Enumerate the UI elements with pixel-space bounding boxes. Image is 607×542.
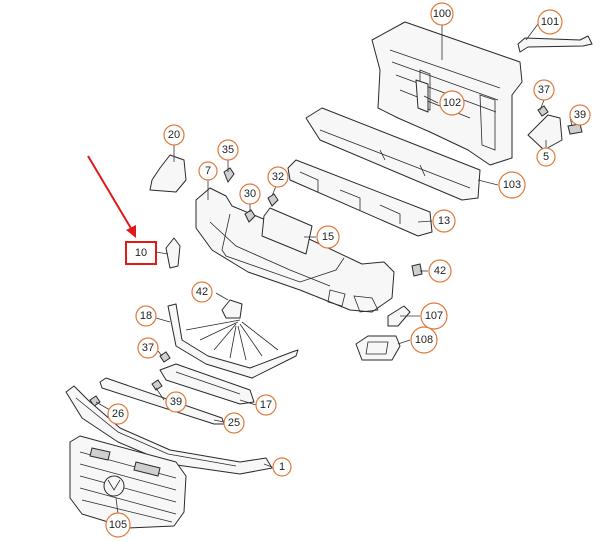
part-clip-42 [221, 263, 423, 319]
part-lower-trim [159, 363, 255, 405]
svg-text:107: 107 [425, 310, 443, 322]
callout-39: 39 [569, 104, 591, 126]
svg-text:39: 39 [574, 109, 586, 121]
callout-37-lower: 37 [137, 337, 159, 359]
svg-text:37: 37 [142, 342, 154, 354]
svg-text:105: 105 [109, 519, 127, 531]
callout-5: 5 [536, 147, 556, 167]
svg-text:5: 5 [543, 151, 549, 163]
part-impact-bar [305, 107, 481, 201]
svg-text:37: 37 [538, 84, 550, 96]
callout-18: 18 [135, 305, 157, 327]
callout-105: 105 [105, 512, 131, 538]
svg-text:102: 102 [443, 97, 461, 109]
callout-102: 102 [439, 90, 465, 116]
part-lower-spoiler [167, 303, 299, 379]
callout-107: 107 [420, 302, 448, 330]
svg-text:26: 26 [112, 408, 124, 420]
part-fog-cover [355, 305, 411, 361]
callout-42-right: 42 [428, 259, 452, 283]
leader-lines [95, 23, 573, 515]
callout-30: 30 [239, 183, 261, 205]
svg-text:10: 10 [135, 247, 147, 259]
callout-35: 35 [217, 139, 239, 161]
part-release-cable [517, 35, 593, 53]
svg-text:35: 35 [222, 144, 234, 156]
svg-text:42: 42 [196, 286, 208, 298]
part-left-bracket [149, 154, 187, 193]
svg-text:1: 1 [279, 461, 285, 473]
part-tow-cap [165, 237, 181, 269]
svg-text:100: 100 [433, 8, 451, 20]
svg-text:25: 25 [228, 417, 240, 429]
callout-7: 7 [198, 161, 218, 181]
svg-text:108: 108 [415, 334, 433, 346]
svg-text:42: 42 [434, 265, 446, 277]
highlight-arrow [87, 155, 136, 238]
callout-39-lower: 39 [165, 391, 187, 413]
callout-26: 26 [107, 403, 129, 425]
callout-10-highlighted[interactable]: 10 [125, 241, 157, 265]
svg-text:13: 13 [438, 215, 450, 227]
callout-13: 13 [432, 209, 456, 233]
svg-text:15: 15 [322, 231, 334, 243]
svg-text:39: 39 [170, 396, 182, 408]
svg-text:7: 7 [205, 165, 211, 177]
svg-text:101: 101 [541, 16, 559, 28]
callout-25: 25 [223, 412, 245, 434]
svg-text:17: 17 [260, 399, 272, 411]
part-front-moulding [65, 385, 273, 475]
callout-101: 101 [537, 9, 563, 35]
part-energy-absorber [287, 159, 433, 237]
part-radiator-grille [69, 435, 187, 529]
callout-108: 108 [410, 326, 438, 354]
callout-20: 20 [163, 124, 185, 146]
svg-text:103: 103 [503, 179, 521, 191]
callout-32: 32 [267, 166, 289, 188]
svg-text:18: 18 [140, 310, 152, 322]
svg-text:20: 20 [168, 129, 180, 141]
part-license-plate-holder [261, 207, 313, 255]
callout-100: 100 [430, 2, 454, 26]
callout-42-center: 42 [191, 281, 213, 303]
callout-37: 37 [533, 79, 555, 101]
part-bracket-102 [415, 79, 429, 113]
callout-1: 1 [272, 457, 292, 477]
svg-text:32: 32 [272, 171, 284, 183]
svg-text:30: 30 [244, 188, 256, 200]
callout-15: 15 [316, 225, 340, 249]
callout-103: 103 [498, 171, 526, 199]
callout-17: 17 [255, 394, 277, 416]
